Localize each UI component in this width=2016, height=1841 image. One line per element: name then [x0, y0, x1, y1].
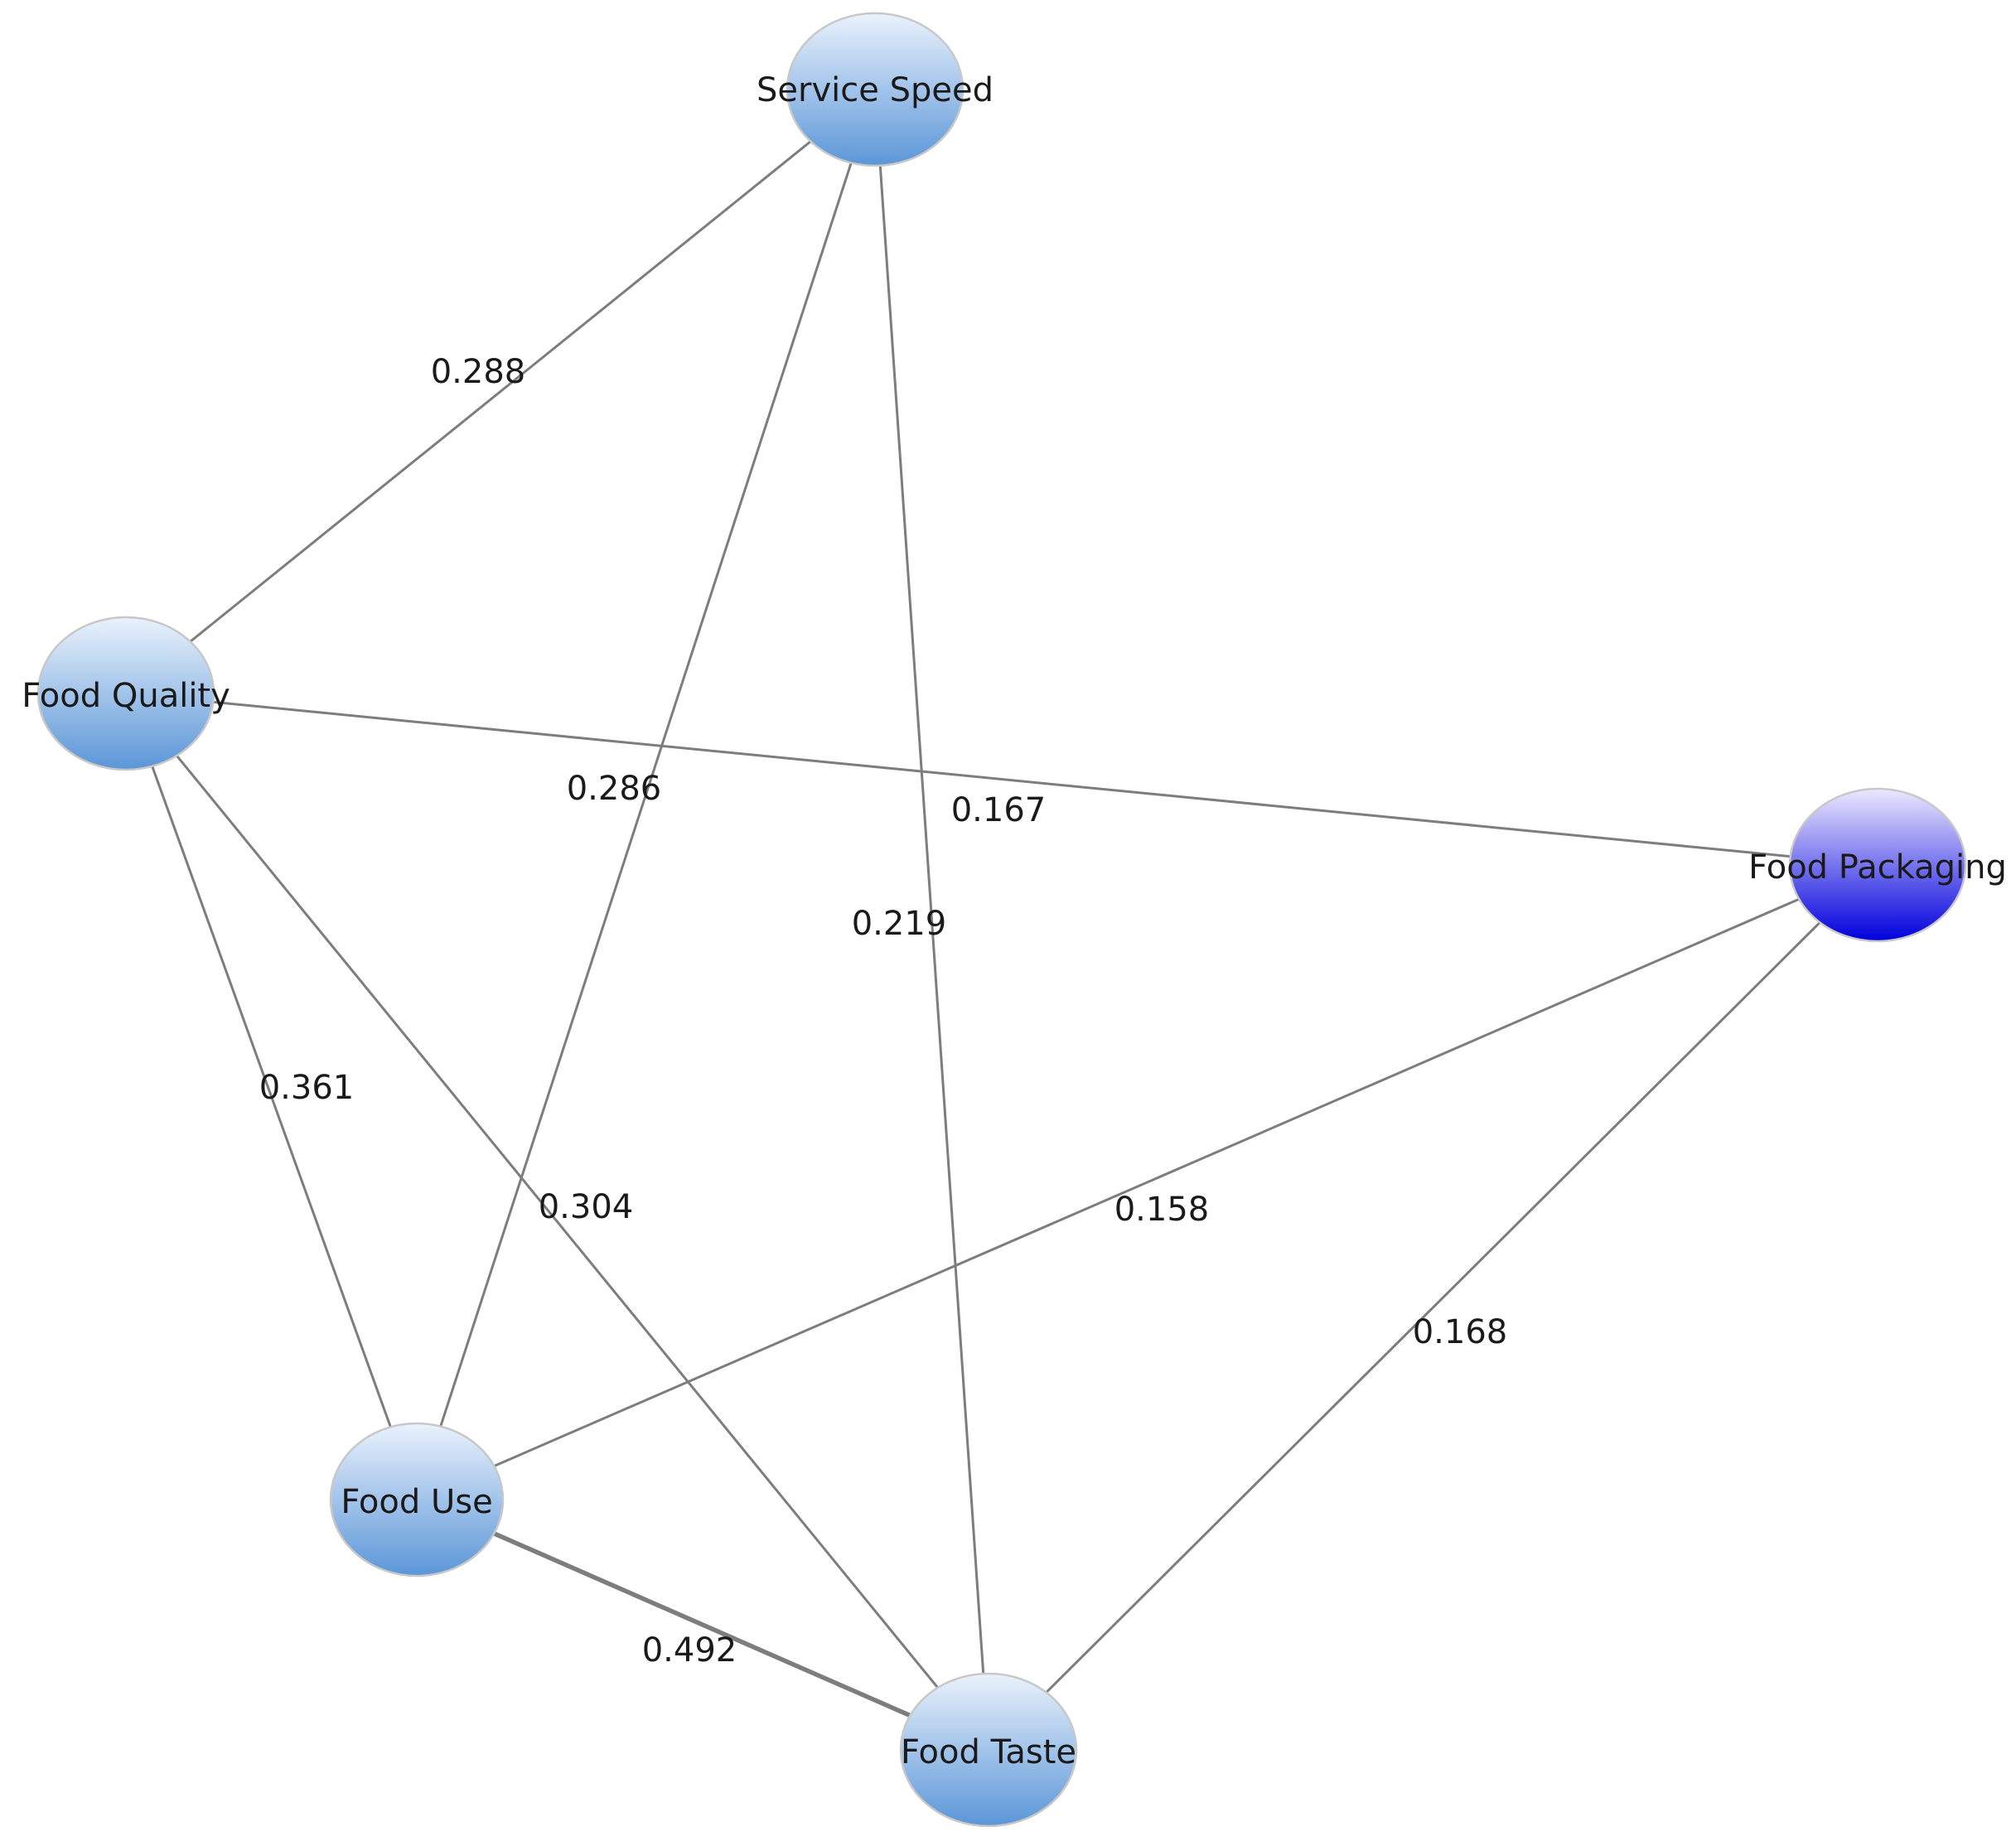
edge-food-packaging-food-use: [415, 863, 1879, 1501]
edge-weight-label: 0.304: [539, 1188, 634, 1226]
edge-food-quality-food-packaging: [124, 692, 1879, 867]
node-food-quality[interactable]: Food Quality: [22, 616, 230, 771]
node-circle[interactable]: [1788, 787, 1967, 943]
node-service-speed[interactable]: Service Speed: [757, 12, 993, 167]
edge-weight-label: 0.167: [951, 791, 1047, 829]
edge-weight-label: 0.286: [567, 770, 662, 808]
edge-service-speed-food-quality: [124, 88, 877, 695]
edge-food-quality-food-taste: [124, 692, 990, 1752]
edge-service-speed-food-taste: [873, 88, 990, 1752]
edge-weight-label: 0.288: [431, 353, 526, 391]
node-food-use[interactable]: Food Use: [329, 1422, 505, 1578]
node-circle[interactable]: [329, 1422, 505, 1578]
edge-food-quality-food-use: [124, 692, 418, 1501]
node-label: Service Speed: [757, 71, 993, 109]
node-label: Food Packaging: [1748, 848, 2007, 887]
node-circle[interactable]: [899, 1672, 1078, 1828]
node-food-taste[interactable]: Food Taste: [899, 1672, 1078, 1828]
node-label: Food Use: [341, 1483, 492, 1521]
node-food-packaging[interactable]: Food Packaging: [1748, 787, 2007, 943]
edge-food-packaging-food-taste: [987, 863, 1879, 1752]
edge-weight-label: 0.219: [852, 905, 947, 943]
node-circle[interactable]: [36, 616, 215, 771]
node-label: Food Quality: [22, 677, 230, 715]
edge-food-use-food-taste: [414, 1497, 991, 1752]
edge-labels-layer: 0.288 0.286 0.219 0.167 0.361 0.304 0.158 0.168…: [259, 353, 1508, 1669]
edge-service-speed-food-use: [415, 88, 877, 1501]
edge-weight-label: 0.492: [642, 1631, 737, 1669]
node-label: Food Taste: [901, 1733, 1076, 1771]
edge-weight-label: 0.158: [1114, 1191, 1210, 1229]
node-circle[interactable]: [786, 12, 964, 167]
edge-weight-label: 0.361: [259, 1069, 355, 1107]
edge-weight-label: 0.168: [1413, 1313, 1508, 1351]
edges-layer: [124, 88, 1879, 1752]
